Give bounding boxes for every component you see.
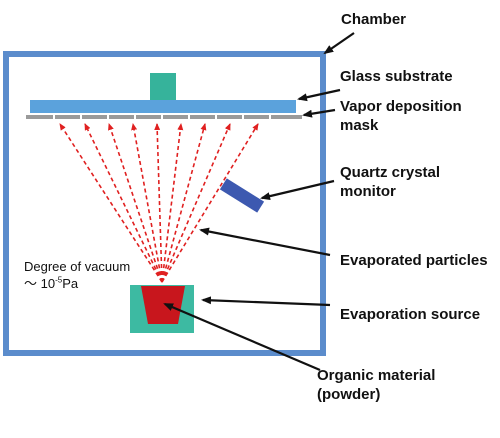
particle-path: [161, 123, 231, 283]
glass-substrate-label: Glass substrate: [340, 68, 453, 85]
chamber-label: Chamber: [341, 11, 407, 28]
vapor-deposition-mask: [26, 115, 302, 119]
organic-material-label-line2: (powder): [317, 386, 381, 403]
evaporated-particle-paths: [59, 123, 259, 283]
arrow-chamber: [323, 32, 355, 55]
organic-material-label-line1: Organic material: [317, 367, 436, 384]
arrow-organic-material: [163, 302, 321, 372]
evaporated-particles-label: Evaporated particles: [340, 252, 488, 269]
vapor-mask-label-line1: Vapor deposition: [340, 98, 462, 115]
vacuum-value: ～ 10-5Pa: [24, 276, 78, 292]
arrow-evaporation-source: [201, 296, 331, 307]
vapor-mask-label-line2: mask: [340, 117, 379, 134]
glass-substrate: [30, 100, 296, 113]
quartz-crystal-monitor: [219, 178, 265, 213]
particle-path: [161, 123, 259, 283]
particle-path: [161, 123, 184, 283]
vacuum-prefix: ～ 10: [24, 276, 56, 291]
quartz-monitor-label-line2: monitor: [340, 183, 396, 200]
particle-path: [84, 123, 163, 283]
arrow-evaporated-particles: [199, 227, 331, 257]
particle-path: [161, 123, 207, 283]
pointer-arrows: [163, 32, 355, 372]
vacuum-exponent: -5: [55, 275, 63, 285]
particle-path: [154, 123, 163, 283]
arrow-glass-substrate: [297, 88, 341, 102]
substrate-holder: [150, 73, 176, 100]
vacuum-title: Degree of vacuum: [24, 259, 131, 274]
chamber-wall: [3, 51, 326, 356]
evaporation-source-label: Evaporation source: [340, 306, 481, 323]
quartz-monitor-label-line1: Quartz crystal: [340, 164, 441, 181]
arrow-mask: [302, 108, 336, 118]
particle-path: [131, 123, 163, 283]
vacuum-unit: Pa: [62, 276, 79, 291]
particle-path: [59, 123, 163, 283]
arrow-quartz-monitor: [260, 179, 335, 201]
organic-material: [141, 286, 185, 324]
